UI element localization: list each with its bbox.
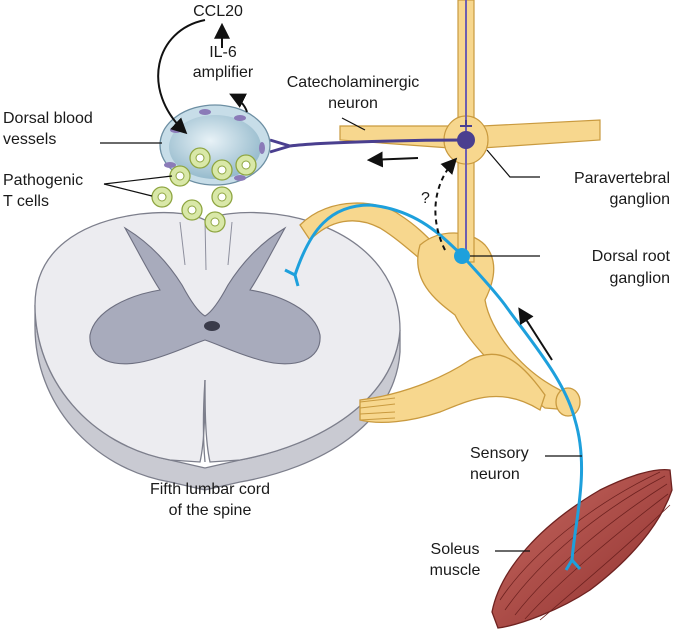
label-catechol-2: neuron xyxy=(328,95,378,112)
t-cell xyxy=(204,211,226,233)
t-cell xyxy=(211,159,233,181)
label-paravertebral-2: ganglion xyxy=(609,191,671,208)
label-amplifier: amplifier xyxy=(192,64,254,81)
label-ccl20: CCL20 xyxy=(193,3,243,20)
t-cell xyxy=(151,186,173,208)
catecholaminergic-neuron xyxy=(269,120,475,154)
label-soleus-2: muscle xyxy=(429,562,481,579)
label-sensory-1: Sensory xyxy=(470,445,529,462)
label-pathogenic-1: Pathogenic xyxy=(3,172,84,189)
label-catechol-1: Catecholaminergic xyxy=(286,74,420,91)
ccl20-recruit-arrow xyxy=(157,19,206,135)
dashed-link-arrow xyxy=(434,157,458,251)
label-spine-2: of the spine xyxy=(168,502,252,519)
label-paravertebral-1: Paravertebral xyxy=(573,170,670,187)
label-dorsal-vessels-1: Dorsal blood xyxy=(3,110,93,127)
afferent-signal-arrow xyxy=(518,307,553,361)
label-pathogenic-2: T cells xyxy=(3,193,49,210)
label-sensory-2: neuron xyxy=(470,466,520,483)
catechol-signal-arrow xyxy=(366,151,419,168)
label-drg-2: ganglion xyxy=(609,270,671,287)
label-spine-1: Fifth lumbar cord xyxy=(149,481,271,498)
t-cell xyxy=(169,165,191,187)
leader-lines xyxy=(100,117,582,552)
t-cell xyxy=(235,154,257,176)
label-drg-1: Dorsal root xyxy=(591,248,670,265)
label-il6: IL-6 xyxy=(209,44,237,61)
dorsal-root-ganglion xyxy=(417,232,572,411)
t-cell xyxy=(189,147,211,169)
sensory-neuron xyxy=(284,203,584,571)
amplifier-arrow xyxy=(229,93,248,113)
sensory-neuron-cell-body xyxy=(454,248,470,264)
soleus-muscle xyxy=(491,469,673,629)
arrows xyxy=(157,19,553,361)
spinal-cord xyxy=(34,211,401,491)
label-question-mark: ? xyxy=(421,190,430,207)
spinal-cord-gray-matter xyxy=(89,226,321,365)
pathogenic-t-cells xyxy=(151,147,257,233)
label-dorsal-vessels-2: vessels xyxy=(3,131,57,148)
central-canal xyxy=(204,321,220,331)
label-soleus-1: Soleus xyxy=(430,541,480,558)
t-cell xyxy=(181,199,203,221)
t-cell xyxy=(211,186,233,208)
